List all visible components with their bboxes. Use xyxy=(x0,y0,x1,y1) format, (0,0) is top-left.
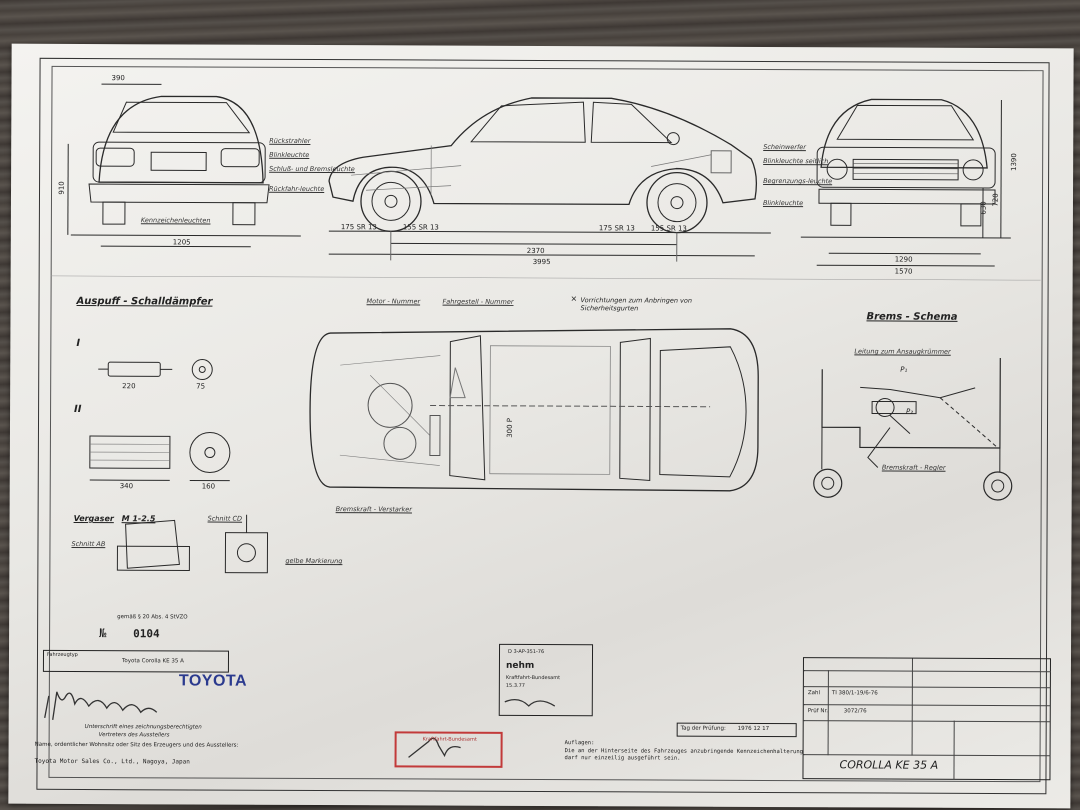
test-date-value: 1976 12 17 xyxy=(737,725,770,732)
top-view-drawing xyxy=(309,328,759,492)
rear-view-drawing xyxy=(67,83,301,248)
tb-row xyxy=(803,754,1051,757)
sig-caption-1: Unterschrift eines zeichnungsberechtigte… xyxy=(84,724,202,731)
test-date-label: Tag der Prüfung: xyxy=(680,725,726,732)
blueprint-sheet: 390 910 1205 Rückstrahler Blinkleuchte S… xyxy=(8,43,1074,809)
stamp-line-4: 15.3.77 xyxy=(505,682,525,689)
test-date-box: Tag der Prüfung: 1976 12 17 xyxy=(676,722,797,738)
carburetor-drawing xyxy=(116,514,269,574)
company-address: Toyota Motor Sales Co., Ltd., Nagoya, Ja… xyxy=(34,757,190,766)
tb-col xyxy=(911,658,913,756)
title-block: Zahl TI 380/1-19/6-76 Prüf Nr. 3072/76 C… xyxy=(802,657,1051,781)
zahl-label: Zahl xyxy=(807,690,821,697)
red-stamp: Kraftfahrt-Bundesamt xyxy=(394,731,503,768)
note-text: Die an der Hinterseite des Fahrzeuges an… xyxy=(564,748,804,762)
red-stamp-text: Kraftfahrt-Bundesamt xyxy=(422,736,477,743)
brake-scheme-drawing xyxy=(813,358,1013,501)
title-block-num2: 3072/76 xyxy=(843,708,867,715)
stamp-line-1: D 3-AP-351-76 xyxy=(508,648,545,656)
pruef-label: Prüf Nr. xyxy=(807,708,829,715)
technical-drawings xyxy=(50,83,1041,574)
sig-caption-2: Vertreters des Ausstellers xyxy=(98,732,170,739)
side-view-drawing xyxy=(328,97,771,262)
address-note: Name, ordentlicher Wohnsitz oder Sitz de… xyxy=(34,741,239,749)
stamp-line-2: nehm xyxy=(505,660,535,671)
note-title: Auflagen: xyxy=(564,740,595,747)
kba-stamp: D 3-AP-351-76 nehm Kraftfahrt-Bundesamt … xyxy=(498,643,594,717)
title-block-model: COROLLA KE 35 A xyxy=(839,758,939,772)
tb-row xyxy=(803,686,1051,689)
stamp-line-3: Kraftfahrt-Bundesamt xyxy=(505,674,561,682)
front-view-drawing xyxy=(800,98,1011,267)
exhaust-drawings xyxy=(89,359,231,482)
tb-row xyxy=(803,704,1051,707)
signature-scribble xyxy=(44,691,556,758)
tb-col xyxy=(953,720,955,780)
tb-row xyxy=(803,720,1051,723)
tb-row xyxy=(803,670,1051,673)
title-block-num1: TI 380/1-19/6-76 xyxy=(831,690,878,697)
